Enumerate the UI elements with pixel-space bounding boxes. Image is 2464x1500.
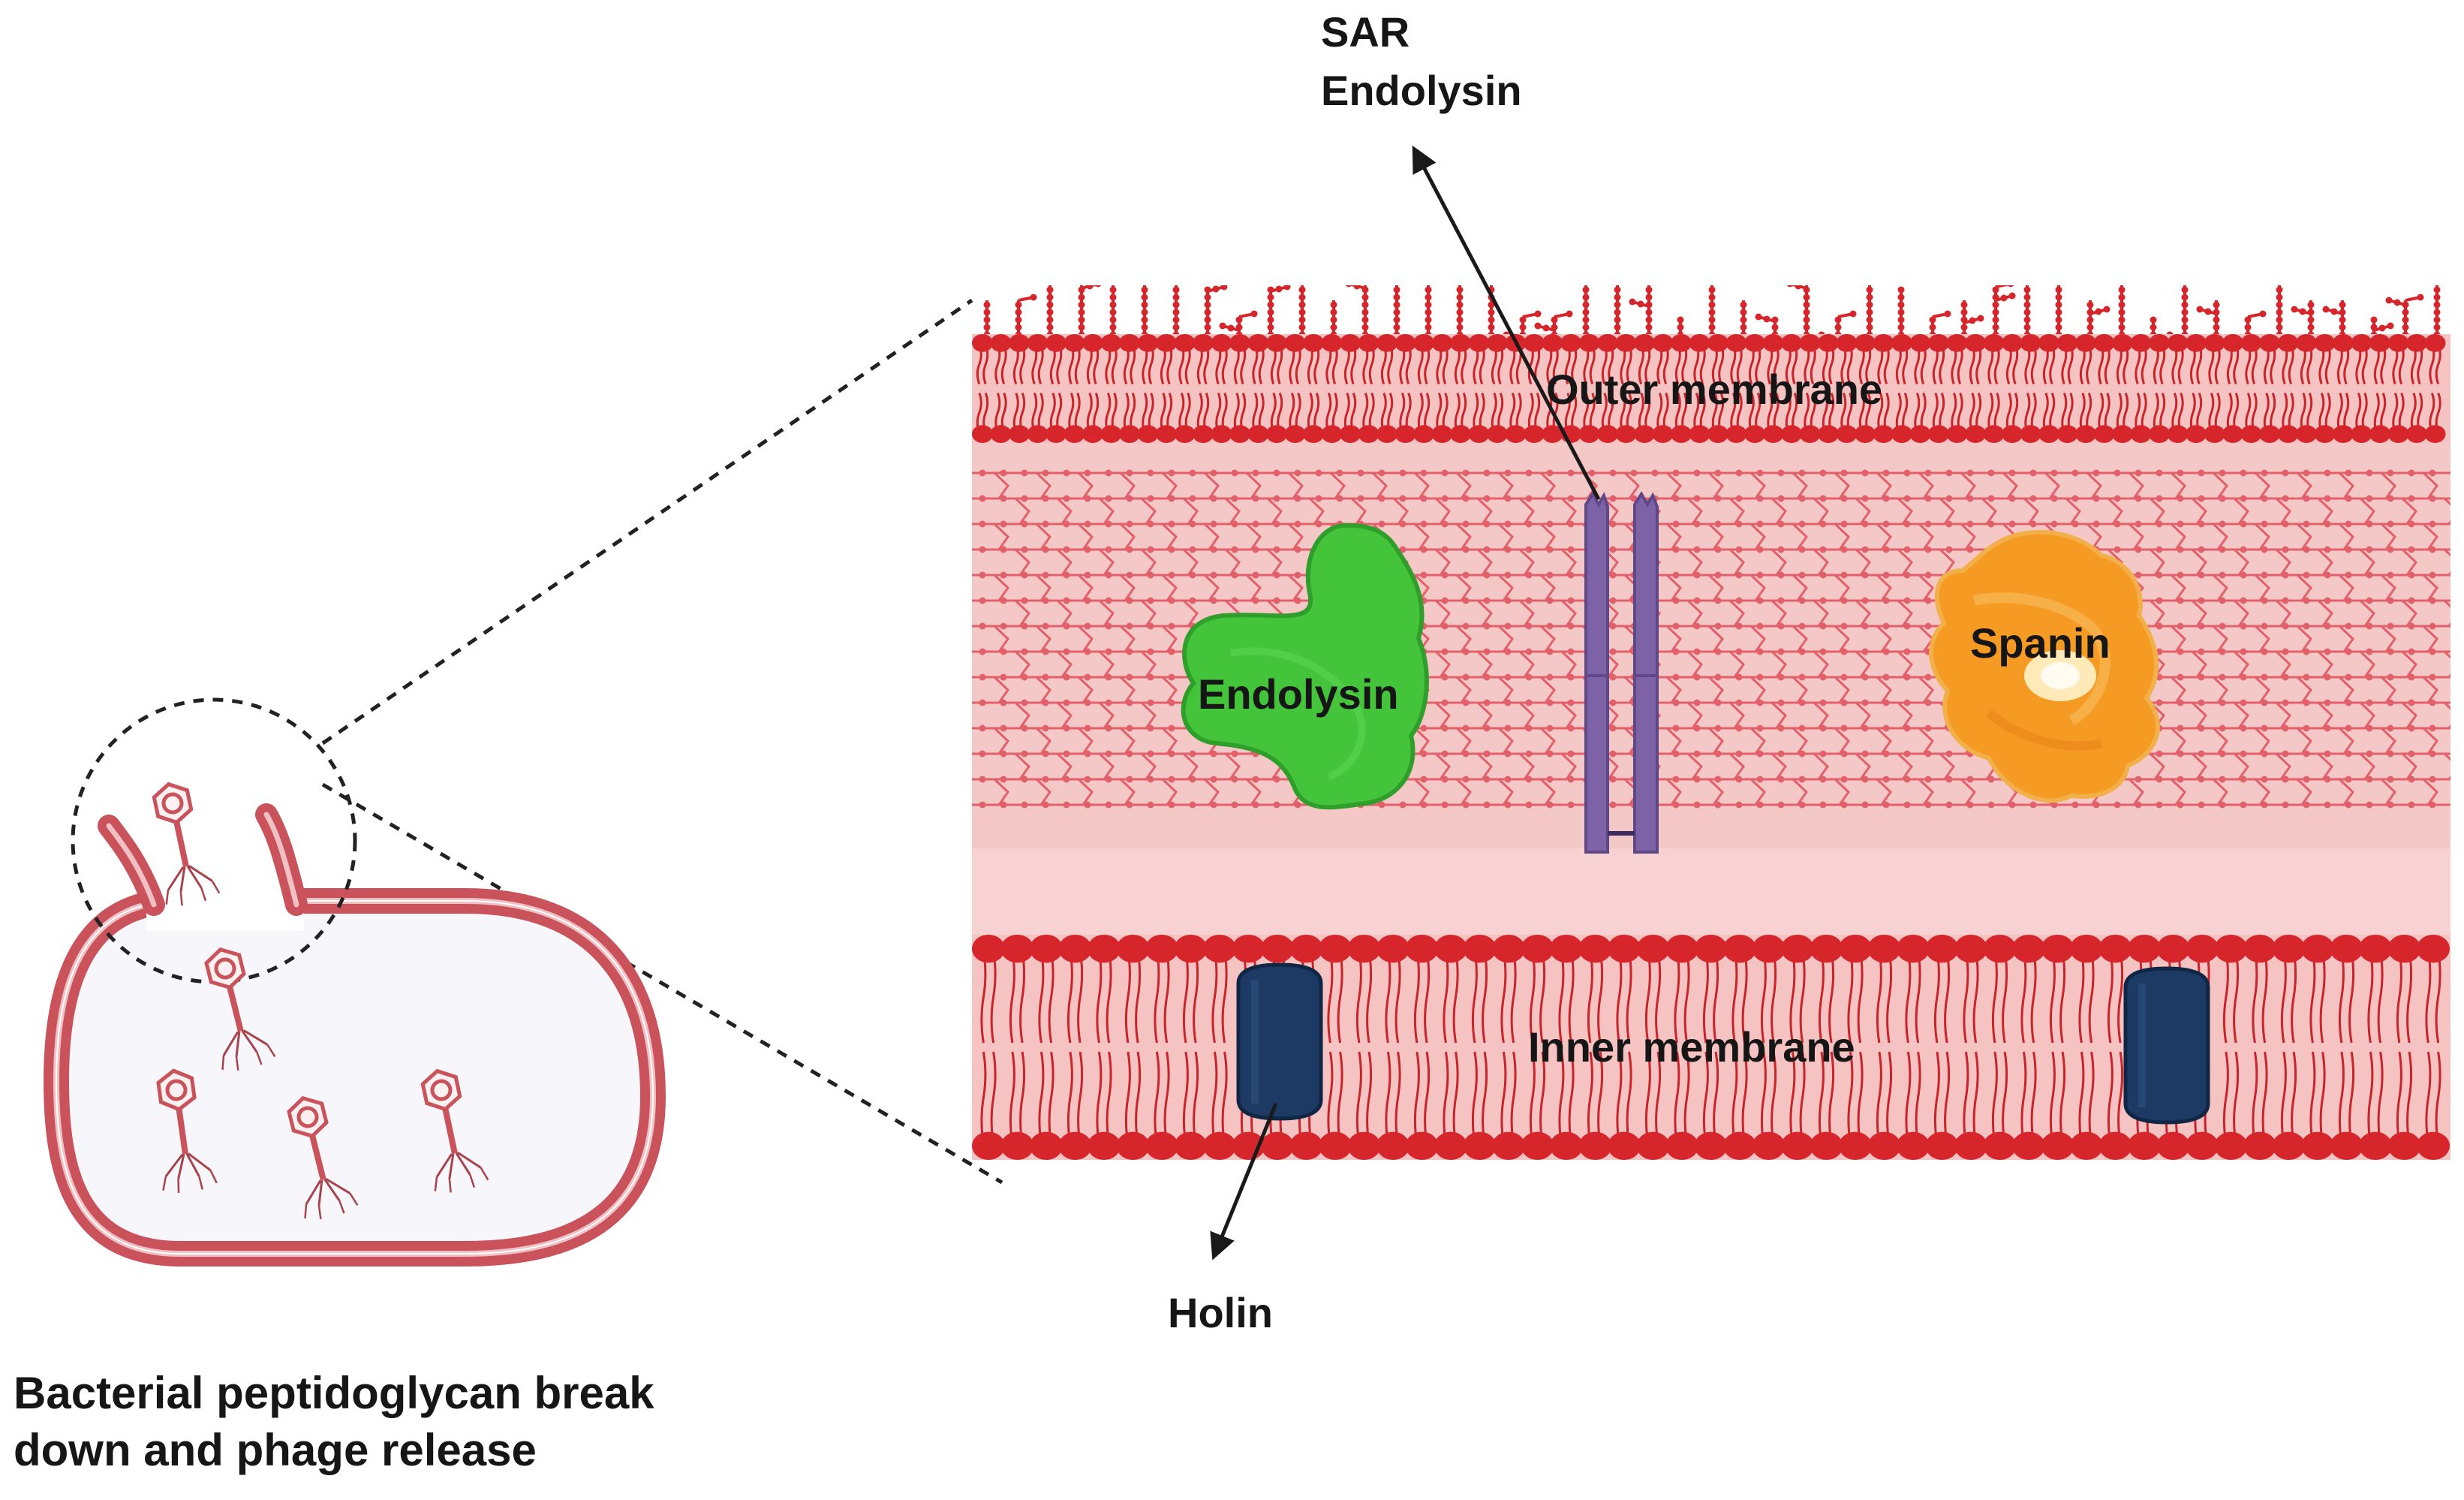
- endolysin-protein-icon: [1181, 523, 1429, 810]
- sar-endolysin-label-line1: SAR: [1321, 8, 1410, 56]
- caption-line-1: Bacterial peptidoglycan break: [14, 1368, 654, 1418]
- membrane-section: [972, 285, 2450, 1161]
- phage-icon: [287, 1095, 359, 1219]
- phage-icon: [156, 1068, 218, 1193]
- phage-icon: [420, 1068, 489, 1193]
- phage-icon: [204, 947, 276, 1071]
- zoom-line-top: [321, 298, 973, 745]
- outer-membrane-label: Outer membrane: [1546, 366, 1882, 413]
- spanin-protein-icon: [1929, 529, 2160, 803]
- phage-icon: [152, 782, 221, 906]
- lps-layer: [983, 285, 2441, 341]
- holin-label: Holin: [1168, 1289, 1273, 1336]
- caption-line-2: down and phage release: [14, 1425, 537, 1475]
- peptidoglycan-layer: [972, 443, 2450, 935]
- holin-channel-icon: [1236, 962, 2210, 1125]
- sar-endolysin-protein-icon: [1584, 491, 1659, 854]
- phage-group: [152, 782, 489, 1219]
- inner-membrane: [972, 935, 2450, 1161]
- outer-membrane: [972, 334, 2450, 443]
- endolysin-label: Endolysin: [1198, 670, 1399, 718]
- figure-caption: Bacterial peptidoglycan break down and p…: [14, 1365, 839, 1479]
- sar-endolysin-arrow: [1412, 145, 1601, 501]
- spanin-label: Spanin: [1970, 619, 2110, 667]
- bacterial-cell: [43, 803, 666, 1267]
- zoom-line-bottom: [321, 782, 1003, 1185]
- sar-endolysin-label-line2: Endolysin: [1321, 67, 1522, 114]
- holin-arrow: [1210, 1103, 1278, 1261]
- inner-membrane-label: Inner membrane: [1528, 1023, 1855, 1071]
